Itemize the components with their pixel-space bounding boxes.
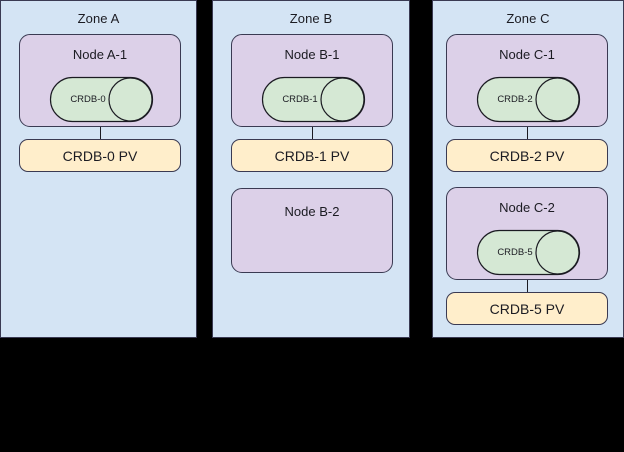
pod-cylinder-crdb-5: CRDB-5 [476, 229, 581, 276]
connector-node-b-1-to-crdb-1-pv [312, 127, 313, 140]
connector-node-c-2-to-crdb-5-pv [527, 280, 528, 293]
node-label-b-1: Node B-1 [284, 47, 340, 62]
node-label-c-1: Node C-1 [499, 47, 555, 62]
node-label-c-2: Node C-2 [499, 200, 555, 215]
cylinder-shape-icon [261, 76, 366, 123]
cylinder-shape-icon [476, 76, 581, 123]
zone-container-c: Zone C Node C-1 CRDB-2 CRDB-2 PV Node C-… [432, 0, 624, 338]
pv-box-crdb-5: CRDB-5 PV [446, 292, 608, 325]
connector-node-a-1-to-crdb-0-pv [100, 127, 101, 140]
node-box-b-1: Node B-1 CRDB-1 [231, 34, 393, 127]
node-label-a-1: Node A-1 [72, 47, 128, 62]
zone-container-a: Zone A Node A-1 CRDB-0 CRDB-0 PV [0, 0, 197, 338]
zone-label-b: Zone B [289, 11, 333, 26]
pod-cylinder-crdb-0: CRDB-0 [49, 76, 154, 123]
node-box-c-1: Node C-1 CRDB-2 [446, 34, 608, 127]
connector-node-c-1-to-crdb-2-pv [527, 127, 528, 140]
zone-label-a: Zone A [77, 11, 120, 26]
node-label-b-2: Node B-2 [284, 204, 340, 219]
node-box-a-1: Node A-1 CRDB-0 [19, 34, 181, 127]
pod-cylinder-crdb-2: CRDB-2 [476, 76, 581, 123]
pod-cylinder-crdb-1: CRDB-1 [261, 76, 366, 123]
cylinder-shape-icon [49, 76, 154, 123]
node-box-b-2: Node B-2 [231, 188, 393, 273]
pv-box-crdb-0: CRDB-0 PV [19, 139, 181, 172]
zone-container-b: Zone B Node B-1 CRDB-1 CRDB-1 PV Node B-… [212, 0, 410, 338]
node-box-c-2: Node C-2 CRDB-5 [446, 187, 608, 280]
cylinder-shape-icon [476, 229, 581, 276]
zone-label-c: Zone C [506, 11, 550, 26]
pv-box-crdb-1: CRDB-1 PV [231, 139, 393, 172]
pv-box-crdb-2: CRDB-2 PV [446, 139, 608, 172]
